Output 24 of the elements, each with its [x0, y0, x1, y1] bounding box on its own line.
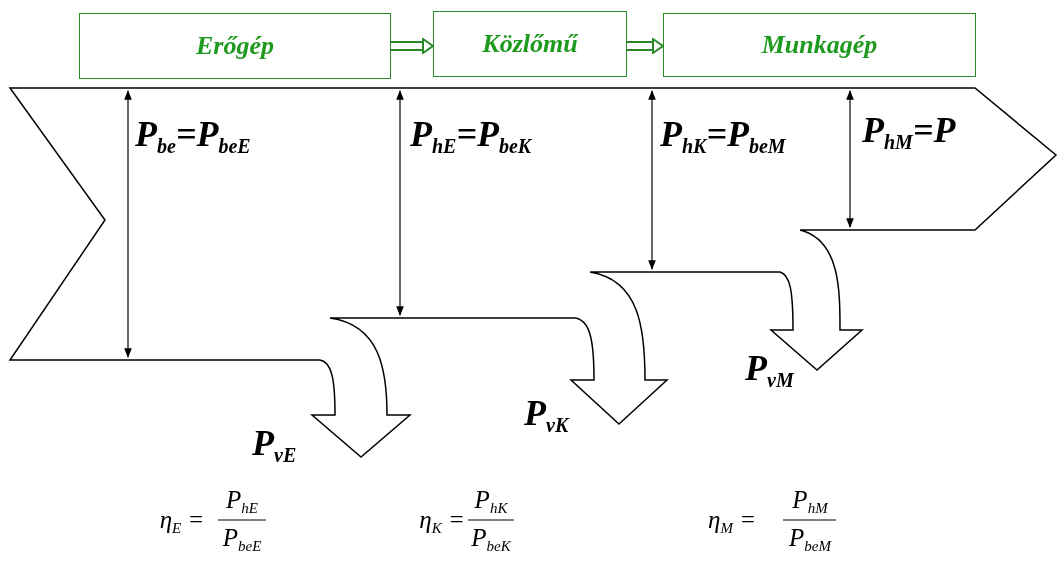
power-symbol: P$_{vE}$	[252, 425, 297, 465]
power-symbol: P$_{hK}$=P$_{beM}$	[660, 116, 786, 156]
formula-term: P$_{beE}$	[222, 525, 262, 554]
formula-term: P$_{beM}$	[789, 525, 831, 554]
formula-term: η$_{K}$ =	[419, 507, 465, 536]
formula-term: P$_{hM}$	[792, 487, 828, 516]
stage-box	[79, 13, 391, 79]
hollow-arrow	[626, 38, 664, 54]
formula-term: P$_{hK}$	[474, 487, 508, 516]
stage-label: Közlőmű	[482, 29, 578, 59]
stage-label: Erőgép	[196, 31, 274, 61]
formula-term: P$_{hE}$	[226, 487, 258, 516]
power-symbol: P$_{hE}$=P$_{beK}$	[410, 116, 532, 156]
hollow-arrow	[390, 38, 434, 54]
stage-box	[663, 13, 976, 77]
formula-term: η$_{E}$ =	[159, 507, 205, 536]
power-symbol: P$_{hM}$=P	[862, 112, 956, 152]
stage-box	[433, 11, 627, 77]
power-symbol: P$_{vK}$	[524, 395, 569, 435]
power-symbol: P$_{be}$=P$_{beE}$	[135, 116, 251, 156]
formula-term: η$_{M}$ =	[708, 507, 756, 536]
power-symbol: P$_{vM}$	[745, 350, 794, 390]
stage-label: Munkagép	[761, 30, 878, 60]
formula-term: P$_{beK}$	[471, 525, 511, 554]
